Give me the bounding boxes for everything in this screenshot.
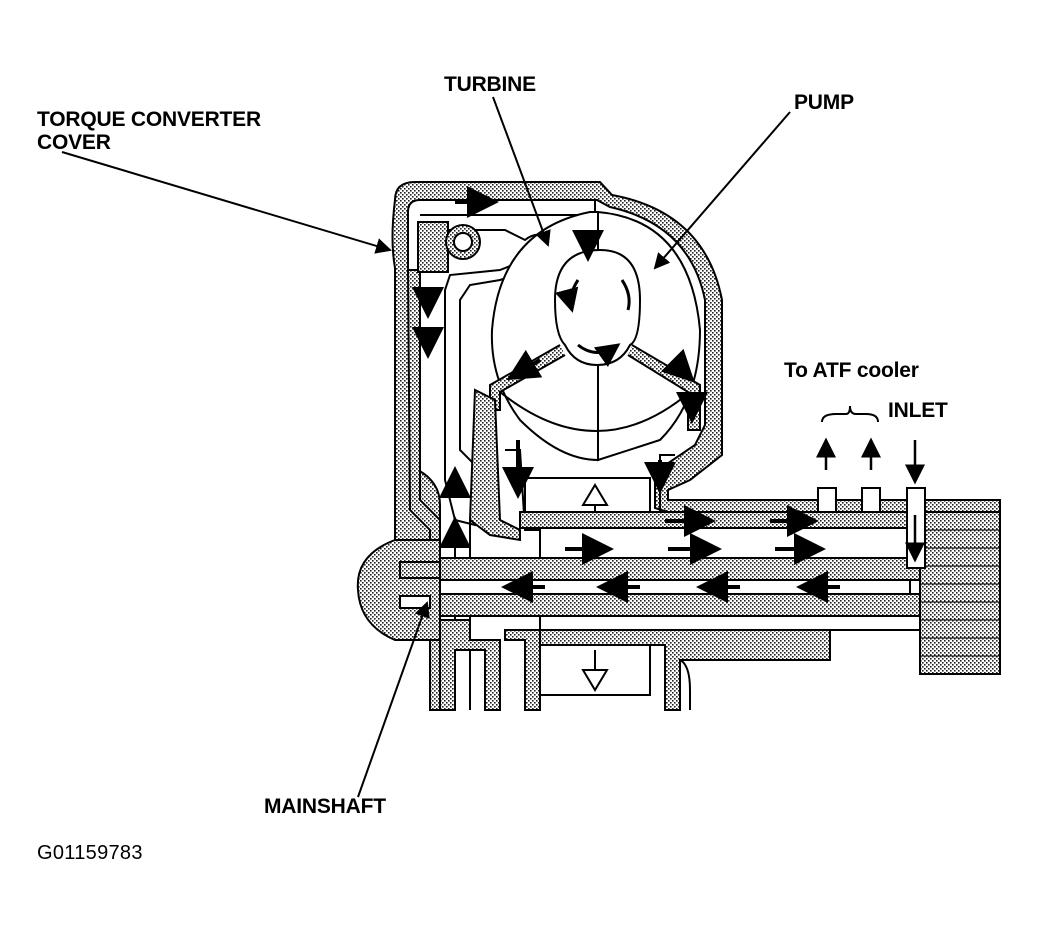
figure-id: G01159783	[37, 842, 143, 864]
label-turbine: TURBINE	[444, 73, 536, 96]
check-ball	[417, 221, 481, 273]
leader-pump	[653, 111, 791, 270]
mainshaft-nose	[356, 539, 441, 641]
cooler-brace	[821, 405, 879, 423]
shaft-passages	[399, 487, 1001, 675]
leader-turbine	[492, 96, 551, 247]
leader-cover	[61, 151, 392, 254]
label-to-atf-cooler: To ATF cooler	[784, 359, 919, 382]
leader-mainshaft	[357, 601, 430, 798]
label-torque-converter-cover-line2: COVER	[37, 131, 111, 154]
leader-lines	[61, 96, 791, 798]
flow-arrows	[412, 186, 925, 603]
label-pump: PUMP	[794, 91, 854, 114]
lower-housing	[439, 619, 831, 711]
torus-body	[489, 210, 702, 462]
arrow-stator-left	[506, 349, 543, 381]
label-mainshaft: MAINSHAFT	[264, 795, 386, 818]
arrow-pump-right	[660, 348, 695, 383]
label-inlet: INLET	[888, 399, 948, 422]
label-torque-converter-cover-line1: TORQUE CONVERTER	[37, 108, 261, 131]
